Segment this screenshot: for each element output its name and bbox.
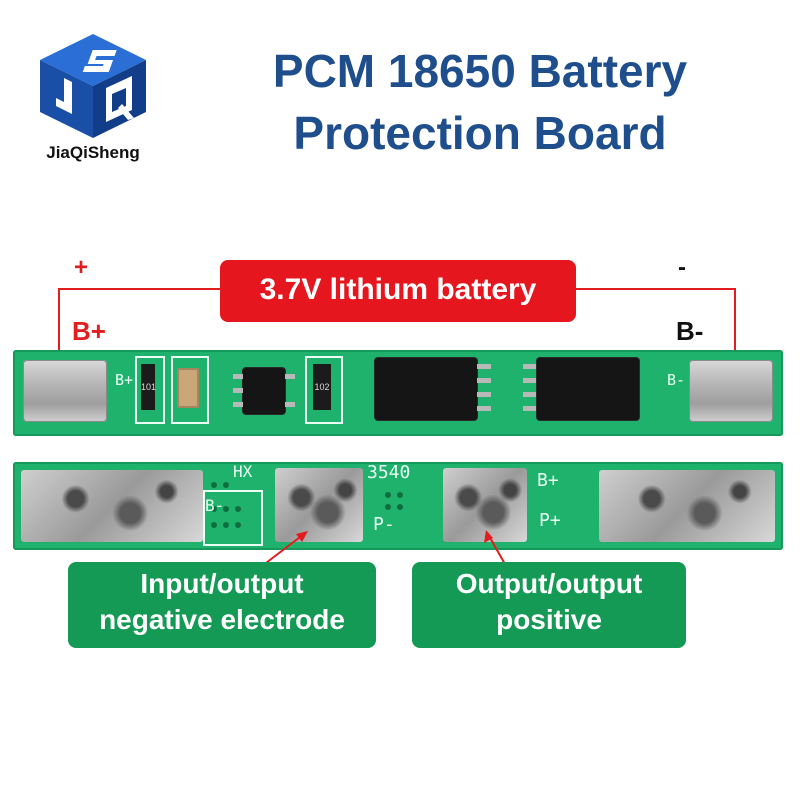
- isometric-cube-logo-icon: [40, 34, 146, 138]
- via: [211, 506, 217, 512]
- via: [211, 522, 217, 528]
- arrow-head-positive: [484, 530, 493, 543]
- solder-pad-b-minus-end: [599, 470, 775, 542]
- pin: [477, 378, 491, 383]
- pin: [233, 388, 243, 393]
- minus-symbol: -: [678, 254, 686, 281]
- via: [397, 504, 403, 510]
- via: [235, 506, 241, 512]
- silk-b-plus-bottom: B+: [537, 470, 559, 491]
- resistor-frame: [135, 356, 165, 424]
- solder-pad-b-plus: [21, 470, 203, 542]
- b-minus-pad: [689, 360, 773, 422]
- plus-symbol: +: [74, 254, 89, 281]
- positive-label-line-1: Output/output: [455, 568, 643, 599]
- pin: [523, 392, 537, 397]
- via: [235, 522, 241, 528]
- resistor-102: 102: [313, 364, 331, 410]
- pcb-top-side: B+ 101 102 B-: [13, 350, 783, 436]
- negative-electrode-label: Input/output negative electrode: [68, 562, 376, 648]
- via: [223, 482, 229, 488]
- via: [397, 492, 403, 498]
- battery-callout: 3.7V lithium battery: [220, 260, 576, 322]
- silk-b-plus: B+: [115, 371, 134, 389]
- via: [385, 504, 391, 510]
- pin: [285, 374, 295, 379]
- via: [211, 482, 217, 488]
- capacitor: [177, 368, 199, 408]
- wire-right-vertical: [734, 288, 736, 396]
- wire-right-horizontal: [574, 288, 736, 290]
- b-minus-label: B-: [676, 316, 704, 346]
- pin: [477, 392, 491, 397]
- wire-left-vertical: [58, 288, 60, 396]
- silk-b-minus: B-: [667, 371, 686, 389]
- ic-small: [243, 368, 285, 414]
- title-line-2: Protection Board: [293, 107, 667, 159]
- title-line-1: PCM 18650 Battery: [272, 45, 688, 97]
- silk-hx: HX: [233, 462, 253, 481]
- pin: [523, 406, 537, 411]
- pin: [477, 406, 491, 411]
- via: [223, 522, 229, 528]
- arrow-line-negative: [261, 533, 305, 567]
- arrow-head-negative: [296, 531, 308, 542]
- pin: [285, 402, 295, 407]
- pin: [523, 364, 537, 369]
- positive-electrode-label: Output/output positive: [412, 562, 686, 648]
- silk-p-minus: P-: [373, 514, 395, 535]
- via: [385, 492, 391, 498]
- b-plus-label: B+: [72, 316, 106, 346]
- pcb-bottom-side: HX B- 3540 P- B+ P+: [13, 462, 783, 550]
- page-title: PCM 18650 Battery Protection Board: [200, 40, 760, 164]
- brand-name: JiaQiSheng: [46, 143, 140, 162]
- mosfet-chip-1: [375, 358, 477, 420]
- capacitor-frame: [171, 356, 209, 424]
- pin: [477, 364, 491, 369]
- silk-b-minus-bottom: B-: [205, 496, 225, 515]
- brand-logo: JiaQiSheng: [28, 28, 158, 168]
- via: [223, 506, 229, 512]
- resistor-101: 101: [141, 364, 156, 410]
- pin: [523, 378, 537, 383]
- pin: [233, 402, 243, 407]
- pad-outline-b-minus: [203, 490, 263, 546]
- mosfet-chip-2: [537, 358, 639, 420]
- resistor-frame-2: [305, 356, 343, 424]
- solder-pad-p-plus: [443, 468, 527, 542]
- wire-left-horizontal: [58, 288, 222, 290]
- pin: [233, 374, 243, 379]
- silk-p-plus: P+: [539, 510, 561, 531]
- solder-pad-p-minus: [275, 468, 363, 542]
- arrow-line-positive: [487, 533, 507, 567]
- negative-label-line-2: negative electrode: [99, 604, 345, 635]
- negative-label-line-1: Input/output: [140, 568, 304, 599]
- b-plus-pad: [23, 360, 107, 422]
- silk-code: 3540: [367, 462, 411, 483]
- positive-label-line-2: positive: [496, 604, 602, 635]
